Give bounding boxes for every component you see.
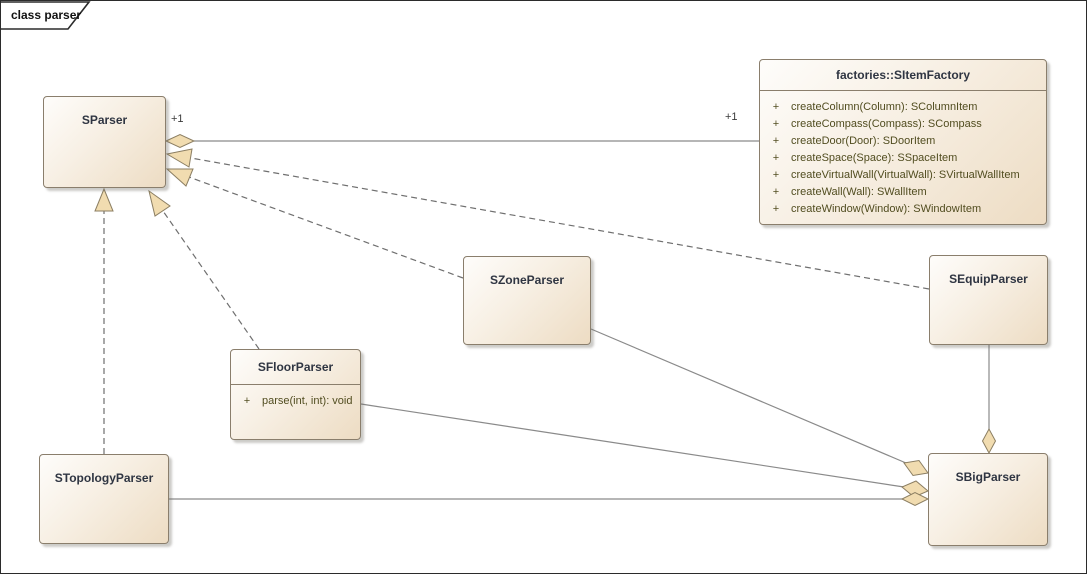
connector-sfloorparser-sbigparser[interactable] [360, 403, 929, 498]
aggregation-diamond-icon [981, 427, 997, 455]
method-row: + createWall(Wall): SWallItem [760, 184, 1046, 201]
method-row: + createColumn(Column): SColumnItem [760, 99, 1046, 116]
method-signature: createColumn(Column): SColumnItem [791, 101, 978, 113]
generalization-arrow-icon [148, 189, 171, 217]
connector-sfloorparser-sparser[interactable] [148, 189, 260, 350]
generalization-arrow-icon [165, 168, 194, 187]
connector-stopologyparser-sbigparser[interactable] [169, 491, 930, 507]
class-name: SZoneParser [489, 273, 565, 287]
connector-sparser-sitemfactory[interactable] [164, 133, 759, 149]
class-sitemfactory[interactable]: factories::SItemFactory + createColumn(Co… [759, 59, 1047, 225]
connector-sequipparser-sparser[interactable] [165, 148, 930, 290]
method-row: + createSpace(Space): SSpaceItem [760, 150, 1046, 167]
multiplicity-label-source: +1 [171, 113, 184, 125]
method-signature: createWindow(Window): SWindowItem [791, 203, 982, 215]
connector-szoneparser-sbigparser[interactable] [590, 328, 929, 477]
class-sbigparser[interactable]: SBigParser [928, 453, 1048, 546]
connector-szoneparser-sparser[interactable] [165, 168, 464, 279]
aggregation-diamond-icon [903, 459, 929, 477]
multiplicity-label-target: +1 [725, 111, 738, 123]
class-szoneparser[interactable]: SZoneParser [463, 256, 591, 345]
method-signature: createDoor(Door): SDoorItem [791, 135, 936, 147]
frame-tab-shape [1, 1, 91, 30]
method-list: + parse(int, int): void [231, 385, 360, 410]
diagram-frame-title: class parser [11, 8, 82, 22]
visibility: + [772, 203, 780, 215]
visibility: + [772, 186, 780, 198]
visibility: + [772, 169, 780, 181]
method-row: + createWindow(Window): SWindowItem [760, 201, 1046, 218]
method-row: + createCompass(Compass): SCompass [760, 116, 1046, 133]
class-name: SEquipParser [949, 272, 1028, 286]
class-name: STopologyParser [54, 471, 154, 485]
class-name: factories::SItemFactory [760, 60, 1046, 91]
method-signature: createWall(Wall): SWallItem [791, 186, 927, 198]
method-signature: parse(int, int): void [262, 395, 353, 407]
method-row: + createDoor(Door): SDoorItem [760, 133, 1046, 150]
method-signature: createVirtualWall(VirtualWall): SVirtual… [791, 169, 1020, 181]
connector-sequipparser-sbigparser[interactable] [981, 345, 997, 455]
aggregation-diamond-icon [164, 133, 196, 149]
visibility: + [243, 395, 251, 407]
visibility: + [772, 101, 780, 113]
class-stopologyparser[interactable]: STopologyParser [39, 454, 169, 544]
generalization-arrow-icon [94, 187, 114, 212]
method-row: + parse(int, int): void [231, 393, 360, 410]
connector-stopologyparser-sparser[interactable] [94, 187, 114, 454]
method-signature: createSpace(Space): SSpaceItem [791, 152, 958, 164]
class-name: SFloorParser [231, 350, 360, 385]
method-list: + createColumn(Column): SColumnItem + crea… [760, 91, 1046, 218]
class-name: SParser [81, 113, 128, 127]
class-sfloorparser[interactable]: SFloorParser + parse(int, int): void [230, 349, 361, 440]
visibility: + [772, 152, 780, 164]
method-row: + createVirtualWall(VirtualWall): SVirtua… [760, 167, 1046, 184]
aggregation-diamond-icon [900, 491, 930, 507]
visibility: + [772, 135, 780, 147]
class-sparser[interactable]: SParser [43, 96, 166, 188]
method-signature: createCompass(Compass): SCompass [791, 118, 982, 130]
generalization-arrow-icon [165, 148, 193, 168]
class-name: SBigParser [955, 470, 1021, 484]
class-sequipparser[interactable]: SEquipParser [929, 255, 1048, 345]
visibility: + [772, 118, 780, 130]
